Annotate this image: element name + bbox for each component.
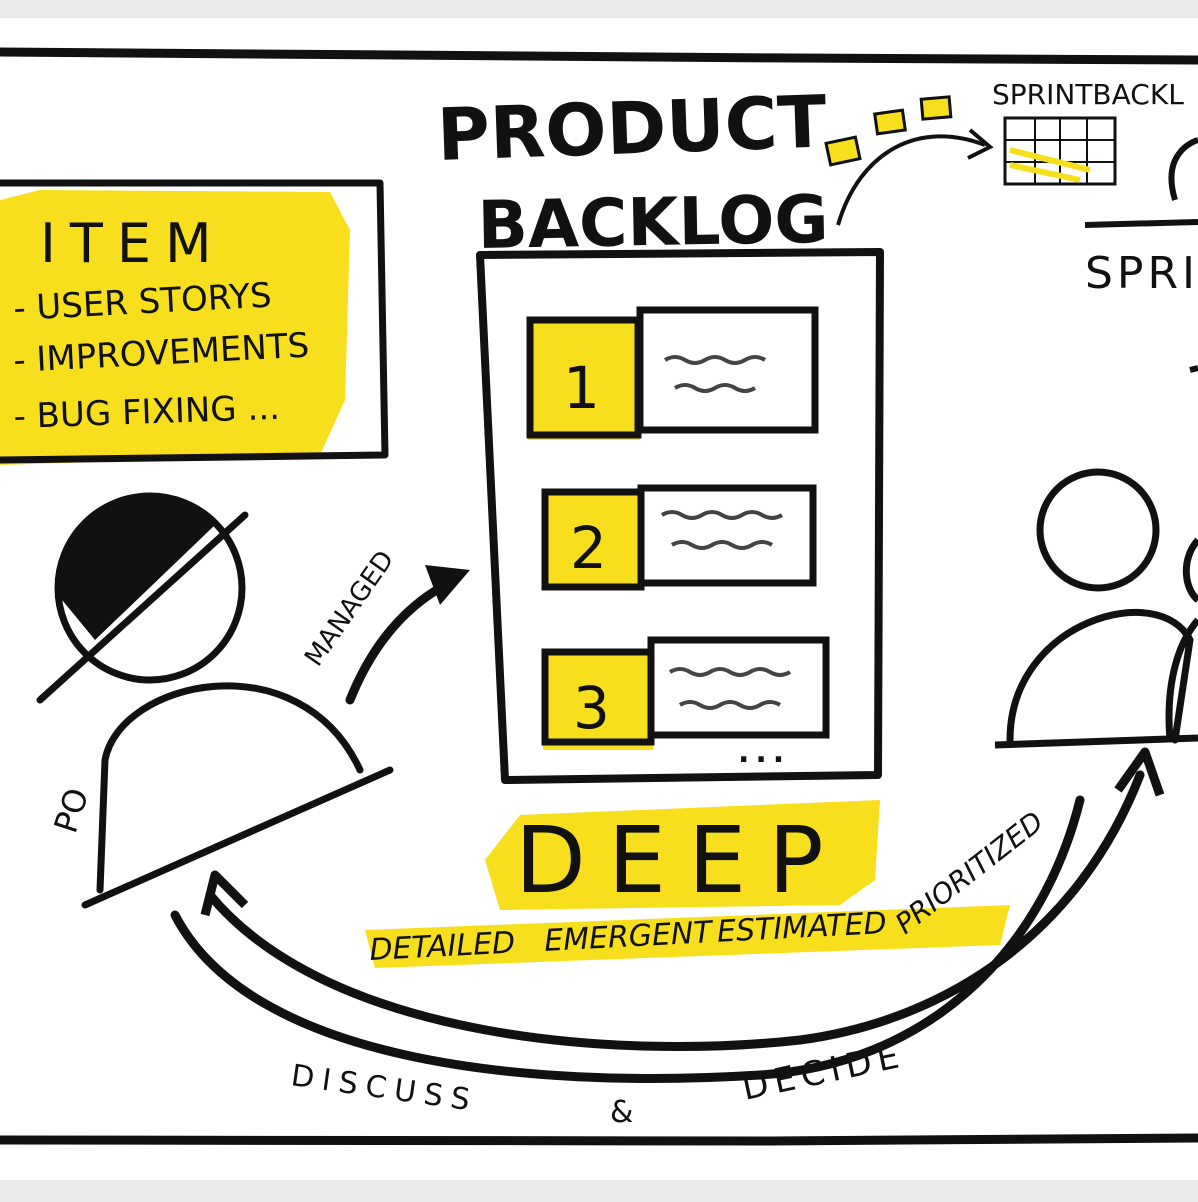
item-3-number-highlight xyxy=(543,650,653,750)
item-1-number: 1 xyxy=(563,354,600,422)
item-1-detail-box xyxy=(636,306,819,434)
backlog-item-2: 2 xyxy=(541,484,817,591)
curved-arrow-icon xyxy=(170,795,1085,1083)
deep-highlight xyxy=(485,800,880,910)
ampersand-label: & xyxy=(610,1095,633,1130)
backlog-item-3: 3 xyxy=(541,636,830,750)
curved-arrow-icon xyxy=(836,134,986,226)
curved-arrow-icon xyxy=(205,770,1145,1051)
top-frame-line xyxy=(0,47,1198,65)
po-hair xyxy=(57,497,216,640)
sprint-backlog-label: SPRINTBACKL xyxy=(992,78,1184,111)
managed-arrowhead xyxy=(425,565,470,605)
deep-acronym: DEEP xyxy=(515,807,846,914)
team-table-line xyxy=(994,734,1198,749)
item-box-border xyxy=(0,179,389,464)
team-member-body xyxy=(1006,608,1194,744)
po-table-line xyxy=(81,766,394,909)
sprint-board-highlight xyxy=(1009,147,1091,183)
item-2-number: 2 xyxy=(570,514,607,582)
sticky-note-1 xyxy=(824,135,862,167)
sprint-backlog-area: SPRINTBACKL SPRI xyxy=(824,78,1198,299)
item-box-highlight xyxy=(0,190,350,465)
item-3-number: 3 xyxy=(573,674,610,742)
sticky-note-3 xyxy=(919,95,953,121)
sprint-label: SPRI xyxy=(1085,248,1198,299)
po-cap-line xyxy=(36,511,249,704)
curved-arrow-icon xyxy=(345,580,450,705)
backlog-board: 1 2 3 ... xyxy=(476,248,884,784)
sprint-underline xyxy=(1084,219,1198,228)
po-body xyxy=(96,682,364,894)
backlog-board-border xyxy=(476,248,884,784)
item-2-number-highlight xyxy=(543,490,643,590)
team-mark xyxy=(1189,365,1198,373)
backlog-item-1: 1 xyxy=(526,306,819,440)
sticky-note-2 xyxy=(873,108,907,136)
item-3-scribble xyxy=(668,667,792,710)
item-3-detail-box xyxy=(647,636,830,739)
right-arrowhead xyxy=(1114,747,1165,797)
backlog-more-dots: ... xyxy=(738,735,790,770)
table-icon xyxy=(1003,116,1117,186)
left-arrowhead xyxy=(200,870,249,917)
item-2-scribble xyxy=(660,510,784,550)
sprint-arrowhead xyxy=(967,128,994,160)
deep-word-detailed: DETAILED xyxy=(369,925,516,968)
item-box: ITEM - USER STORYS - IMPROVEMENTS - BUG … xyxy=(0,179,389,465)
bottom-frame-line xyxy=(0,1133,1198,1147)
sprint-cycle-arc xyxy=(1168,137,1198,201)
team-member-2-body xyxy=(1165,617,1198,741)
team-icon xyxy=(994,365,1198,749)
person-icon: PO xyxy=(36,492,394,909)
team-member-head xyxy=(1036,468,1160,592)
item-2-detail-box xyxy=(637,484,817,587)
item-1-number-highlight xyxy=(528,318,640,440)
title-line-product: PRODUCT xyxy=(436,79,828,177)
team-member-2-head xyxy=(1182,537,1198,603)
item-heading: ITEM xyxy=(40,212,226,275)
item-line-bug-fixing: - BUG FIXING ... xyxy=(13,388,281,437)
deep-words-highlight xyxy=(365,905,1010,968)
item-1-scribble xyxy=(663,355,767,393)
